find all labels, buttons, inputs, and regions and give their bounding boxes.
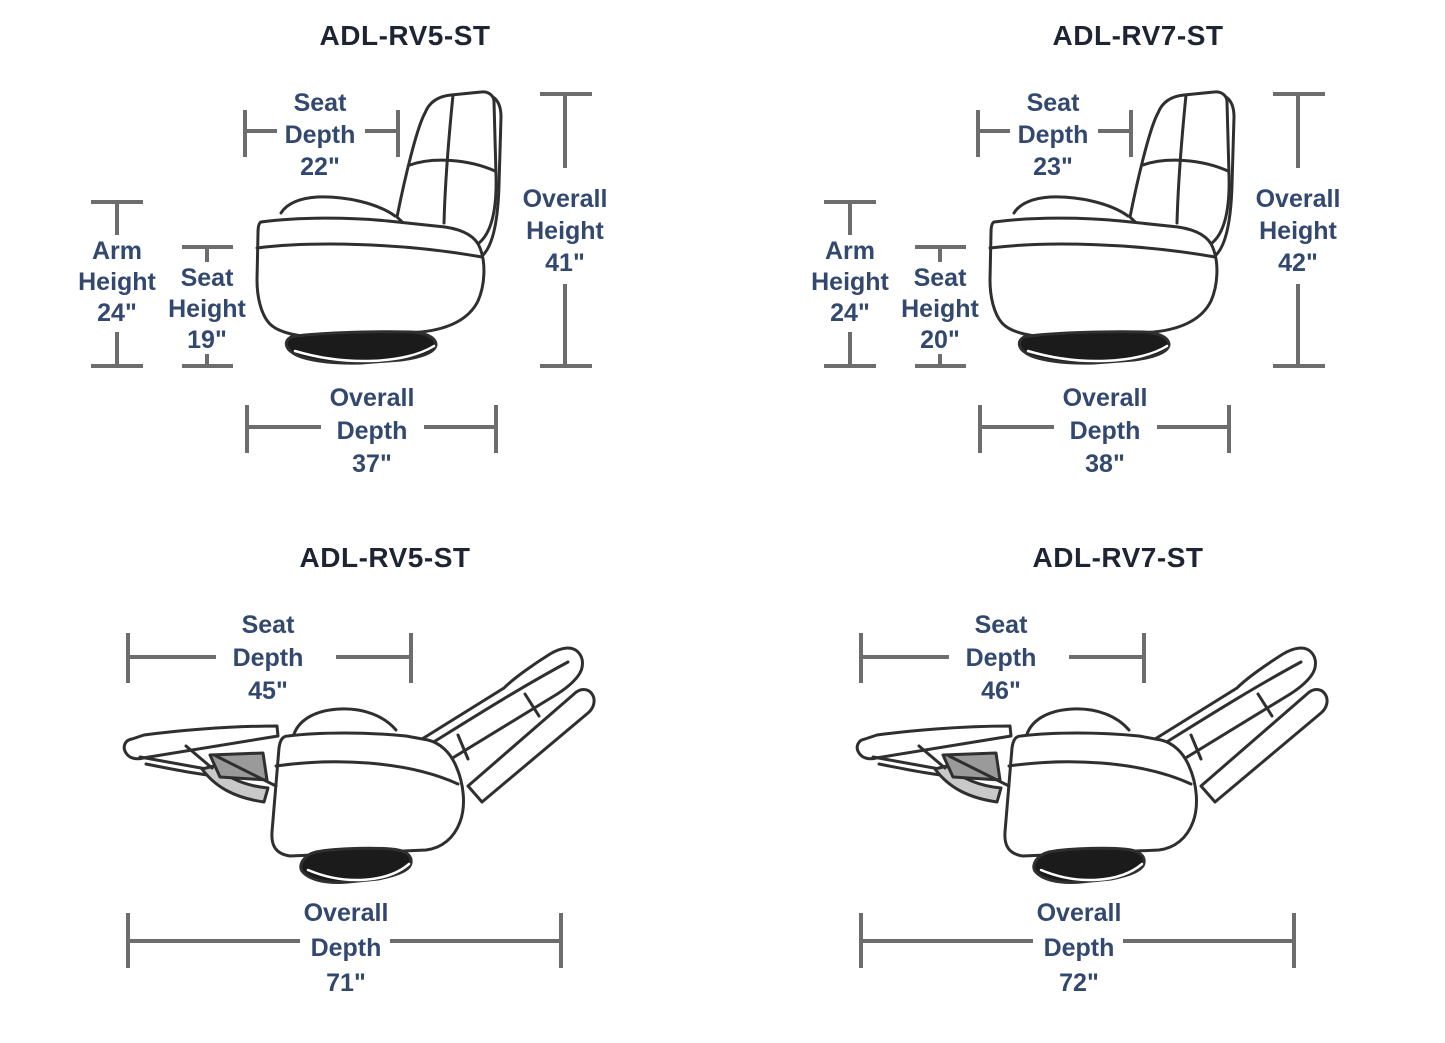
overall-depth-tick-right <box>1292 913 1296 968</box>
arm-height-stem-bottom <box>115 332 119 364</box>
overall-depth-line-right <box>390 939 560 943</box>
seat-height-label: Seat Height 20" <box>901 264 979 354</box>
seat-depth-line-left <box>863 655 949 659</box>
diagram-reclined-rv5: ADL-RV5-ST Seat Depth 45" Overall Depth … <box>0 521 722 1043</box>
overall-height-label: Overall Height 42" <box>1255 185 1341 277</box>
overall-height-label: Overall Height 41" <box>522 185 608 277</box>
overall-depth-line-left <box>249 425 321 429</box>
seat-depth-tick-right <box>409 633 413 683</box>
seat-depth-line-right <box>1069 655 1143 659</box>
overall-depth-label: Overall Depth 72" <box>1036 899 1122 997</box>
diagram-title: ADL-RV7-ST <box>1052 20 1224 51</box>
seat-depth-tick-left <box>243 110 247 157</box>
arm-height-label: Arm Height 24" <box>78 237 156 327</box>
seat-depth-tick-left <box>859 633 863 683</box>
arm-height-stem-top <box>115 204 119 235</box>
seat-depth-tick-right <box>396 110 400 157</box>
overall-depth-line-right <box>424 425 496 429</box>
overall-depth-tick-right <box>559 913 563 968</box>
overall-depth-label: Overall Depth 38" <box>1062 384 1148 478</box>
diagram-upright-rv7: ADL-RV7-ST Seat Depth 23" Arm Height 24"… <box>733 0 1445 521</box>
diagram-title: ADL-RV7-ST <box>1032 542 1204 573</box>
diagram-reclined-rv7: ADL-RV7-ST Seat Depth 46" Overall Depth … <box>733 521 1445 1043</box>
seat-depth-label: Seat Depth 45" <box>232 611 304 705</box>
arm-height-cap-top <box>824 200 876 204</box>
seat-height-cap-top <box>182 245 233 249</box>
overall-height-cap-bottom <box>540 364 592 368</box>
seat-height-stem-top <box>205 249 209 262</box>
diagram-title: ADL-RV5-ST <box>299 542 471 573</box>
seat-height-stem-bottom <box>205 354 209 364</box>
seat-depth-line-right <box>1098 129 1130 133</box>
recliner-upright-drawing <box>988 90 1236 365</box>
seat-depth-tick-right <box>1142 633 1146 683</box>
seat-depth-label: Seat Depth 46" <box>965 611 1037 705</box>
seat-height-label: Seat Height 19" <box>168 264 246 354</box>
recliner-reclined-drawing <box>122 646 596 884</box>
seat-height-stem-bottom <box>938 354 942 364</box>
arm-height-stem-top <box>848 204 852 235</box>
seat-depth-tick-left <box>976 110 980 157</box>
overall-height-stem-top <box>563 96 567 168</box>
overall-depth-tick-left <box>978 405 982 453</box>
overall-height-cap-top <box>540 92 592 96</box>
overall-depth-tick-right <box>1227 405 1231 453</box>
overall-depth-line-right <box>1157 425 1229 429</box>
overall-height-cap-top <box>1273 92 1325 96</box>
seat-depth-line-left <box>247 129 277 133</box>
seat-depth-line-left <box>130 655 216 659</box>
seat-depth-label: Seat Depth 22" <box>284 89 356 181</box>
arm-height-cap-top <box>91 200 143 204</box>
diagram-title: ADL-RV5-ST <box>319 20 491 51</box>
overall-depth-tick-left <box>245 405 249 453</box>
overall-height-stem-bottom <box>563 284 567 364</box>
overall-height-stem-bottom <box>1296 284 1300 364</box>
overall-depth-line-left <box>130 939 300 943</box>
seat-depth-label: Seat Depth 23" <box>1017 89 1089 181</box>
overall-depth-label: Overall Depth 37" <box>329 384 415 478</box>
seat-height-cap-bottom <box>182 364 233 368</box>
overall-height-stem-top <box>1296 96 1300 168</box>
seat-depth-tick-right <box>1129 110 1133 157</box>
seat-height-cap-bottom <box>915 364 966 368</box>
overall-depth-tick-left <box>126 913 130 968</box>
arm-height-cap-bottom <box>91 364 143 368</box>
recliner-upright-drawing <box>255 90 503 365</box>
seat-depth-tick-left <box>126 633 130 683</box>
arm-height-stem-bottom <box>848 332 852 364</box>
overall-depth-line-left <box>982 425 1054 429</box>
seat-height-cap-top <box>915 245 966 249</box>
seat-depth-line-right <box>336 655 410 659</box>
overall-depth-line-right <box>1123 939 1293 943</box>
overall-depth-tick-right <box>494 405 498 453</box>
seat-depth-line-left <box>980 129 1010 133</box>
recliner-reclined-drawing <box>855 646 1329 884</box>
seat-height-stem-top <box>938 249 942 262</box>
arm-height-cap-bottom <box>824 364 876 368</box>
overall-depth-label: Overall Depth 71" <box>303 899 389 997</box>
overall-depth-line-left <box>863 939 1033 943</box>
overall-height-cap-bottom <box>1273 364 1325 368</box>
overall-depth-tick-left <box>859 913 863 968</box>
arm-height-label: Arm Height 24" <box>811 237 889 327</box>
diagram-upright-rv5: ADL-RV5-ST Seat Depth 22" Arm Height 24"… <box>0 0 722 521</box>
seat-depth-line-right <box>365 129 397 133</box>
